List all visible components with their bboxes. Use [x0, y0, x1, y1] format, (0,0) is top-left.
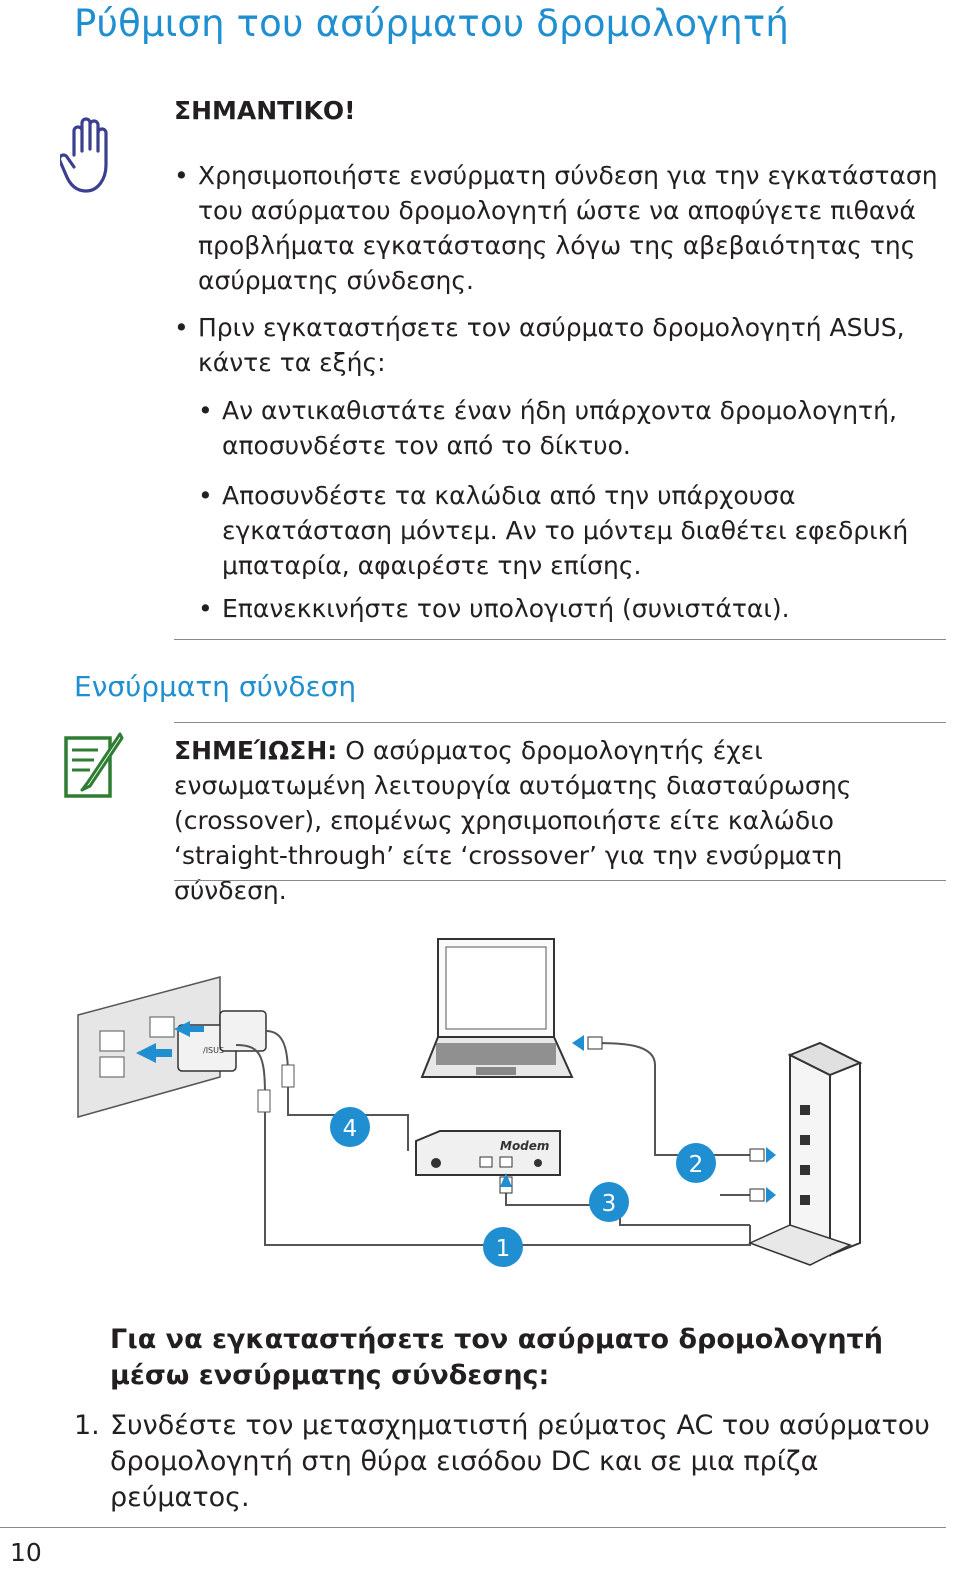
sub-bullet: • Αν αντικαθιστάτε έναν ήδη υπάρχοντα δρ… [198, 393, 942, 463]
arrow-icon [766, 1147, 776, 1163]
footer-divider [0, 1527, 946, 1528]
bullet-marker: • [174, 313, 189, 342]
divider [174, 639, 946, 640]
important-bullet: • Πριν εγκαταστήσετε τον ασύρματο δρομολ… [174, 310, 943, 380]
laptop [420, 938, 574, 1078]
page-number: 10 [10, 1538, 42, 1567]
section-title: Ενσύρματη σύνδεση [74, 670, 357, 703]
bullet-marker: • [198, 396, 213, 425]
note-label: ΣΗΜΕΊΩΣΗ: [174, 736, 338, 765]
page-title: Ρύθμιση του ασύρματου δρομολογητή [74, 2, 790, 45]
modem-label: Modem [500, 1139, 549, 1153]
important-bullet: • Χρησιμοποιήστε ενσύρματη σύνδεση για τ… [174, 158, 938, 298]
sub-bullet: • Αποσυνδέστε τα καλώδια από την υπάρχου… [198, 478, 947, 583]
note-text: ΣΗΜΕΊΩΣΗ: Ο ασύρματος δρομολογητής έχει … [174, 733, 944, 908]
important-heading: ΣΗΜΑΝΤΙΚΟ! [174, 96, 356, 125]
sub-bullet: • Επανεκκινήστε τον υπολογιστή (συνιστάτ… [198, 591, 942, 626]
arrow-icon [136, 1043, 172, 1063]
step-number: 1. [74, 1410, 100, 1441]
note-body: Ο ασύρματος δρομολογητής έχει ενσωματωμέ… [174, 736, 852, 905]
step-text: Συνδέστε τον μετασχηματιστή ρεύματος AC … [110, 1410, 930, 1513]
divider [174, 722, 946, 723]
callout-1: 1 [483, 1227, 523, 1267]
callout-number: 1 [496, 1236, 511, 1262]
modem: Modem [415, 1130, 561, 1176]
bullet-marker: • [198, 594, 213, 623]
bullet-text: Χρησιμοποιήστε ενσύρματη σύνδεση για την… [198, 161, 938, 295]
adapter-brand-label: /ISUS [203, 1046, 224, 1055]
arrow-icon [500, 1173, 512, 1187]
note-icon [64, 732, 124, 798]
arrow-icon [766, 1187, 776, 1203]
router [748, 1041, 863, 1266]
arrow-icon [572, 1035, 584, 1051]
power-adapter: /ISUS [177, 1010, 267, 1072]
procedure-step: 1. Συνδέστε τον μετασχηματιστή ρεύματος … [74, 1408, 950, 1516]
callout-number: 3 [602, 1191, 617, 1217]
connection-diagram: /ISUS Modem [77, 938, 863, 1267]
bullet-text: Επανεκκινήστε τον υπολογιστή (συνιστάται… [222, 594, 790, 623]
callout-number: 4 [343, 1116, 358, 1142]
callout-4: 4 [330, 1107, 370, 1147]
bullet-text: Αν αντικαθιστάτε έναν ήδη υπάρχοντα δρομ… [222, 396, 897, 460]
arrow-icon [174, 1021, 204, 1037]
divider [174, 880, 946, 881]
bullet-marker: • [198, 481, 213, 510]
bullet-marker: • [174, 161, 189, 190]
procedure-title: Για να εγκαταστήσετε τον ασύρματο δρομολ… [110, 1324, 883, 1391]
bullet-text: Πριν εγκαταστήσετε τον ασύρματο δρομολογ… [198, 313, 905, 377]
callout-2: 2 [676, 1143, 716, 1183]
bullet-text: Αποσυνδέστε τα καλώδια από την υπάρχουσα… [222, 481, 909, 580]
callout-3: 3 [589, 1182, 629, 1222]
hand-icon [60, 117, 108, 193]
callout-number: 2 [689, 1152, 704, 1178]
